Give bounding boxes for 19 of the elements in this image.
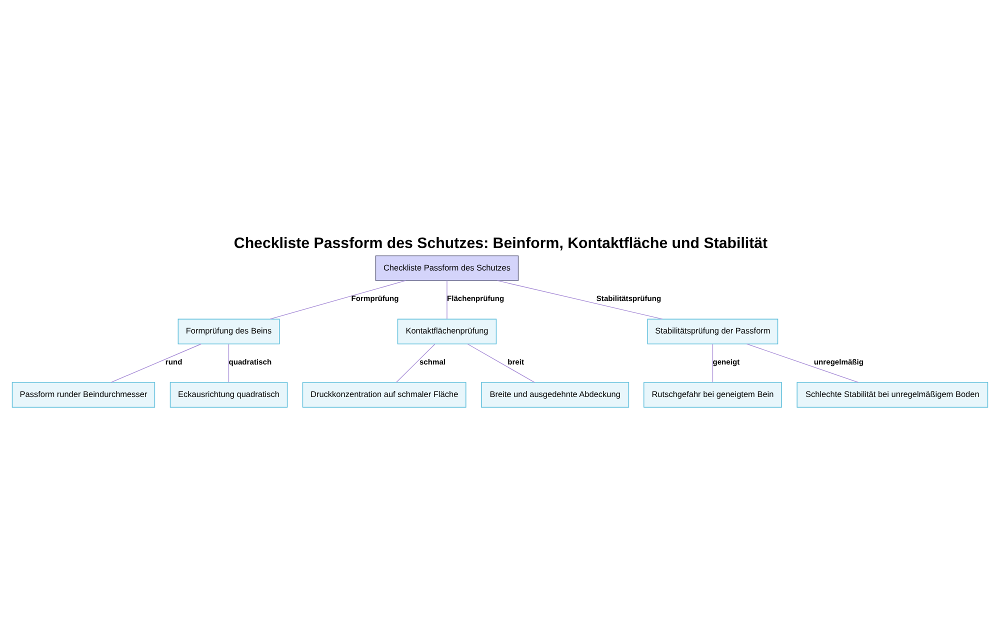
connector [712,343,714,382]
edge-label: breit [508,356,524,366]
connector [270,280,406,319]
edge-label: quadratisch [228,356,272,366]
connector [396,343,436,382]
edge-label: Flächenprüfung [446,294,504,303]
edge-label: geneigt [712,356,740,366]
connector [228,343,230,382]
edge-label: unregelmäßig [814,356,864,366]
edge-label: rund [165,356,182,366]
connector [746,343,859,382]
diagram-title: Checkliste Passform des Schutzes: Beinform, Kontaktfläche und Stabilität [234,234,768,252]
connector [110,343,202,382]
connector [467,343,535,382]
edge-label: Stabilitätsprüfung [596,294,662,303]
connector [496,280,663,319]
connector [446,280,448,319]
edge-label: Formprüfung [351,294,399,303]
edge-label: schmal [419,356,446,366]
